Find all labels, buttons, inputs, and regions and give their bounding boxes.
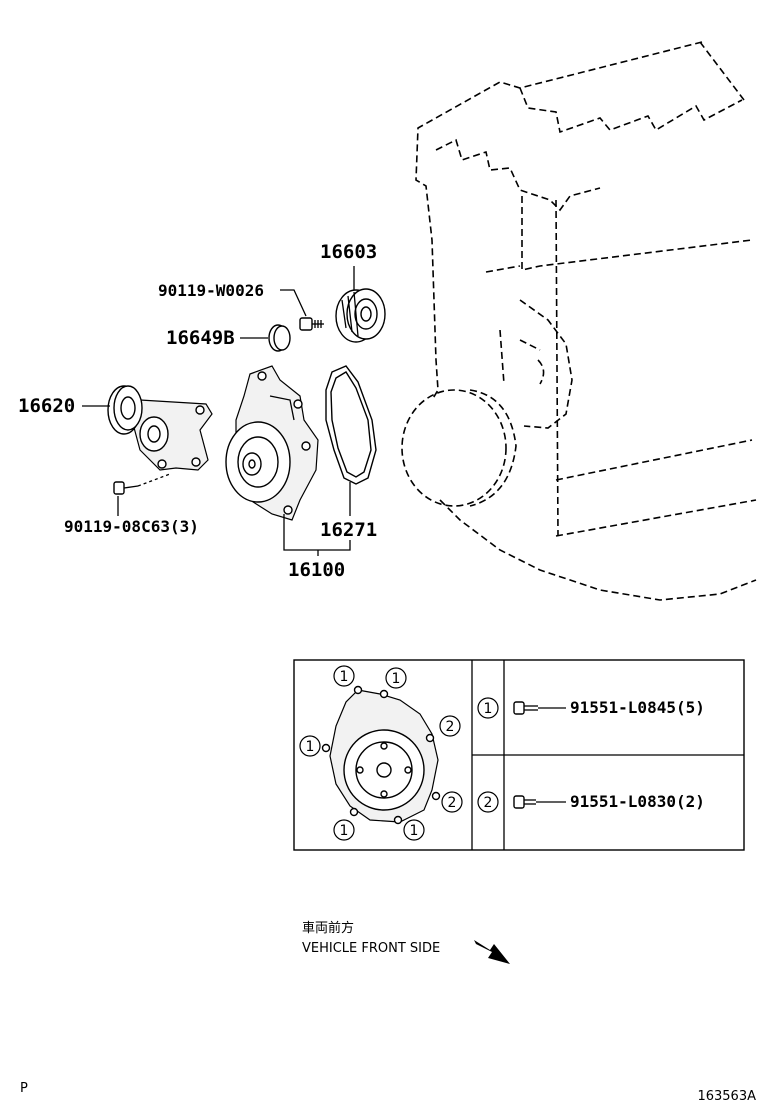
part-16271-label: 16271 [320, 519, 377, 541]
belt-tensioner [107, 385, 213, 471]
engine-block-outline [415, 41, 757, 601]
pump-flange-illustration [321, 685, 441, 825]
part-90119-w0026-label: 90119-W0026 [158, 281, 264, 300]
direction-label-en: VEHICLE FRONT SIDE [302, 941, 440, 956]
tensioner-bolt [113, 473, 171, 495]
part-16100-label: 16100 [288, 559, 345, 581]
illustration-index-markers: 1 1 2 1 2 1 1 [299, 665, 463, 841]
marker-label: 1 [306, 739, 315, 755]
marker-label: 1 [410, 823, 419, 839]
part-16649b-label: 16649B [166, 327, 235, 349]
bracket-16100 [283, 514, 351, 551]
part-16620-label: 16620 [18, 395, 75, 417]
marker-label: 1 [392, 671, 401, 687]
direction-label-jp: 車両前方 [302, 920, 354, 936]
marker-label: 2 [448, 795, 457, 811]
leader-90119-w0026 [280, 289, 307, 317]
row-index: 2 [484, 795, 493, 811]
marker-label: 1 [340, 823, 349, 839]
illustration-number: 163563A [697, 1089, 756, 1104]
part-16603-label: 16603 [320, 241, 377, 263]
row-index: 1 [484, 701, 493, 717]
bolt-icon [513, 701, 566, 715]
footer-left-code: P [20, 1081, 28, 1096]
bolt-icon [513, 795, 566, 809]
part-90119-08c63-label: 90119-08C63(3) [64, 517, 199, 536]
marker-label: 2 [446, 719, 455, 735]
row-part-number: 91551-L0845(5) [570, 698, 705, 717]
engine-pulley-boss [401, 389, 517, 507]
table-row: 1 91551-L0845(5) [477, 697, 705, 719]
water-pump-gasket [325, 365, 377, 485]
table-row: 2 91551-L0830(2) [477, 791, 705, 813]
front-direction-arrow-icon [474, 940, 510, 964]
idler-pulley [335, 288, 386, 343]
pulley-cap [268, 324, 291, 352]
water-pump [225, 365, 319, 521]
marker-label: 1 [340, 669, 349, 685]
row-part-number: 91551-L0830(2) [570, 792, 705, 811]
idler-bolt [299, 317, 324, 331]
